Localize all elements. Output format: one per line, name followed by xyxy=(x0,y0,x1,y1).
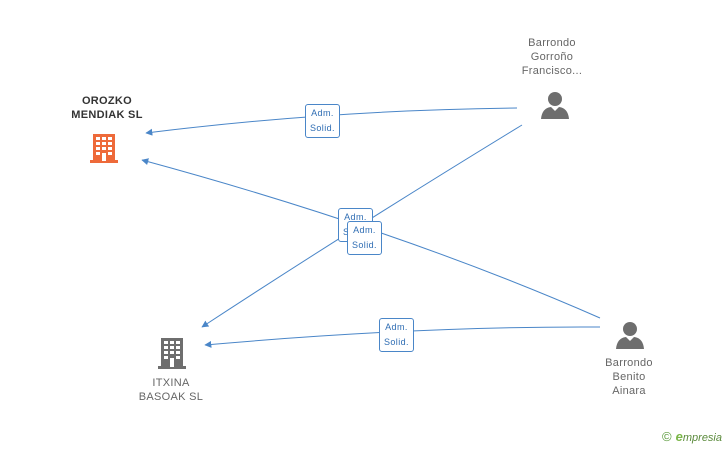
role-badge[interactable]: Adm. Solid. xyxy=(347,221,382,255)
role-badge[interactable]: Adm. Solid. xyxy=(305,104,340,138)
building-icon[interactable] xyxy=(88,132,120,164)
role-badge[interactable]: Adm. Solid. xyxy=(379,318,414,352)
person-label-ainara: Barrondo Benito Ainara xyxy=(605,357,653,397)
edge-ainara-orozko xyxy=(141,158,601,319)
company-label-orozko: OROZKO MENDIAK SL xyxy=(71,95,143,121)
person-icon[interactable] xyxy=(615,320,645,350)
building-icon[interactable] xyxy=(156,336,188,370)
copyright-symbol: © xyxy=(662,429,672,444)
person-label-francisco: Barrondo Gorroño Francisco... xyxy=(521,37,583,77)
person-icon[interactable] xyxy=(540,90,570,120)
company-label-itxina: ITXINA BASOAK SL xyxy=(138,377,204,403)
empresia-logo: ©empresia xyxy=(662,429,722,444)
